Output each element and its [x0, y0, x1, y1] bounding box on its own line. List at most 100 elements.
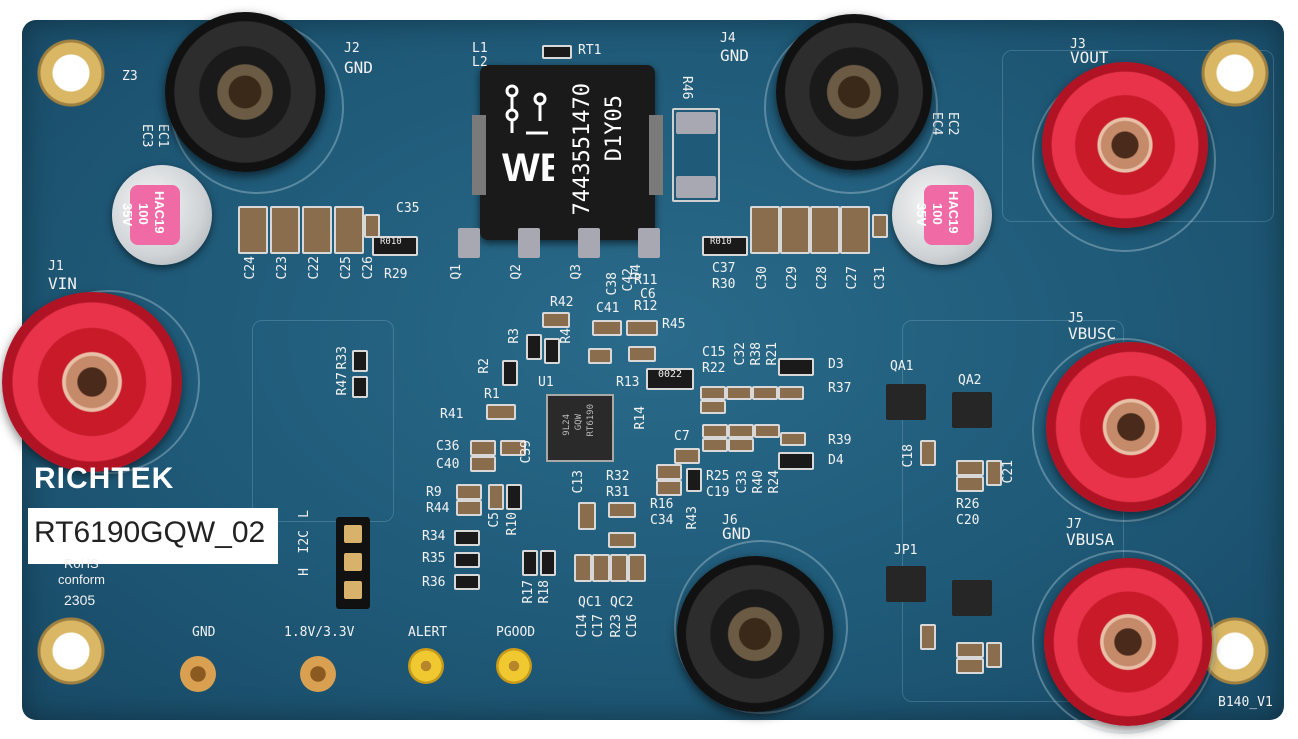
res-r42	[542, 312, 570, 328]
cap-c26	[364, 214, 380, 238]
power-inductor: WE 7443551470 D1Y05	[472, 65, 663, 240]
ref-c19: C19	[706, 485, 730, 500]
cap-c7	[674, 448, 700, 464]
cap-c22	[302, 206, 332, 254]
tp-label-vio: 1.8V/3.3V	[284, 625, 355, 640]
label-j1: VIN	[48, 274, 77, 293]
res-r35	[454, 552, 480, 568]
res-r36	[454, 574, 480, 590]
ic-marking: 9L24	[562, 414, 572, 436]
test-point-vio[interactable]	[300, 656, 336, 692]
res-marking: 0022	[658, 369, 683, 380]
ref-j4: J4	[720, 31, 736, 46]
ref-r42: R42	[550, 295, 574, 310]
vin-post-j1[interactable]	[2, 292, 182, 472]
ref-c13: C13	[571, 470, 586, 494]
ref-c27: C27	[845, 266, 860, 290]
res-r47	[352, 376, 368, 398]
cap-c30	[750, 206, 780, 254]
ref-q1: Q1	[449, 264, 464, 280]
res-row	[700, 386, 726, 400]
ref-r20: QC2	[610, 595, 634, 610]
cap-marking: HAC19	[946, 191, 961, 234]
cap-c14	[920, 440, 936, 466]
ref-c36: C36	[436, 439, 460, 454]
cap-c13	[578, 502, 596, 530]
cap-c40	[470, 456, 496, 472]
cap-c16	[956, 476, 984, 492]
vout-post-j3[interactable]	[1042, 62, 1208, 228]
vbusc-post-j5[interactable]	[1046, 342, 1216, 512]
ref-q3: Q3	[569, 264, 584, 280]
ref-r38: R38	[749, 342, 764, 366]
ref-r44: R44	[426, 501, 450, 516]
ref-rt1: RT1	[578, 43, 602, 58]
res-r10	[506, 484, 522, 510]
label-j7: VBUSA	[1066, 530, 1115, 549]
res-r16b	[656, 480, 682, 496]
svg-text:WE: WE	[502, 146, 554, 190]
test-point-alert[interactable]	[408, 648, 444, 684]
cap-c29	[780, 206, 810, 254]
test-point-pgood[interactable]	[496, 648, 532, 684]
ref-r24: R24	[767, 470, 782, 494]
ref-c35: C35	[396, 201, 420, 216]
ref-l1: L1	[472, 41, 488, 56]
header-pin	[344, 581, 362, 599]
ref-r30: R30	[712, 277, 736, 292]
post-outline	[674, 540, 848, 714]
cap-cluster	[628, 346, 656, 362]
res-row	[728, 424, 754, 438]
ref-r10: R10	[505, 512, 520, 536]
ref-qc2: QA2	[958, 373, 982, 388]
rohs-line2: conform	[58, 572, 105, 587]
jumper-jp1[interactable]	[336, 517, 370, 609]
res-r33	[352, 350, 368, 372]
ref-c26: C26	[361, 256, 376, 280]
inductor-pad	[649, 115, 663, 195]
mosfet-q2	[518, 228, 540, 258]
ref-c15: C15	[702, 345, 726, 360]
mosfet-qc1	[886, 384, 926, 420]
res-r44	[456, 500, 482, 516]
cap-c11	[610, 554, 628, 582]
cap-c12	[628, 554, 646, 582]
label-j5: VBUSC	[1068, 324, 1117, 343]
date-code: 2305	[64, 592, 96, 608]
ref-c37: C37	[712, 261, 736, 276]
res-r4	[544, 338, 560, 364]
resistor-r46-bottom	[676, 176, 716, 198]
bulk-capacitor-right: HAC19 100 35V	[892, 165, 992, 265]
rohs-line1: RoHS	[64, 556, 99, 571]
ref-r35: R35	[422, 551, 446, 566]
jp1-label-i2c: I2C	[297, 530, 312, 554]
diode-d4	[778, 452, 814, 470]
res-row	[752, 386, 778, 400]
ref-d3: D3	[828, 357, 844, 372]
gnd-post-j4[interactable]	[776, 14, 932, 170]
cap-c5	[488, 484, 504, 510]
gnd-post-j2[interactable]	[165, 12, 325, 172]
ref-r46: R46	[679, 76, 694, 100]
gnd-post-j6[interactable]	[677, 556, 833, 712]
ref-c34: C34	[650, 513, 674, 528]
ref-ec2: EC2	[945, 112, 960, 136]
res-r2	[502, 360, 518, 386]
mosfet-q3	[578, 228, 600, 258]
ref-r25: R25	[706, 469, 730, 484]
ref-r1: R1	[484, 387, 500, 402]
mosfet-qa1	[886, 566, 926, 602]
header-pin	[344, 525, 362, 543]
vbusa-post-j7[interactable]	[1044, 558, 1212, 726]
res-row	[726, 386, 752, 400]
ref-c23: C23	[275, 256, 290, 280]
res-r13	[646, 368, 694, 390]
res-r1	[486, 404, 516, 420]
test-point-gnd[interactable]	[180, 656, 216, 692]
copper-trace	[252, 320, 394, 522]
ref-q2: Q2	[509, 264, 524, 280]
ref-r47: R47	[335, 372, 350, 396]
ref-c12: C16	[625, 614, 640, 638]
cap-cluster	[588, 348, 612, 364]
ref-r41: R41	[440, 407, 464, 422]
